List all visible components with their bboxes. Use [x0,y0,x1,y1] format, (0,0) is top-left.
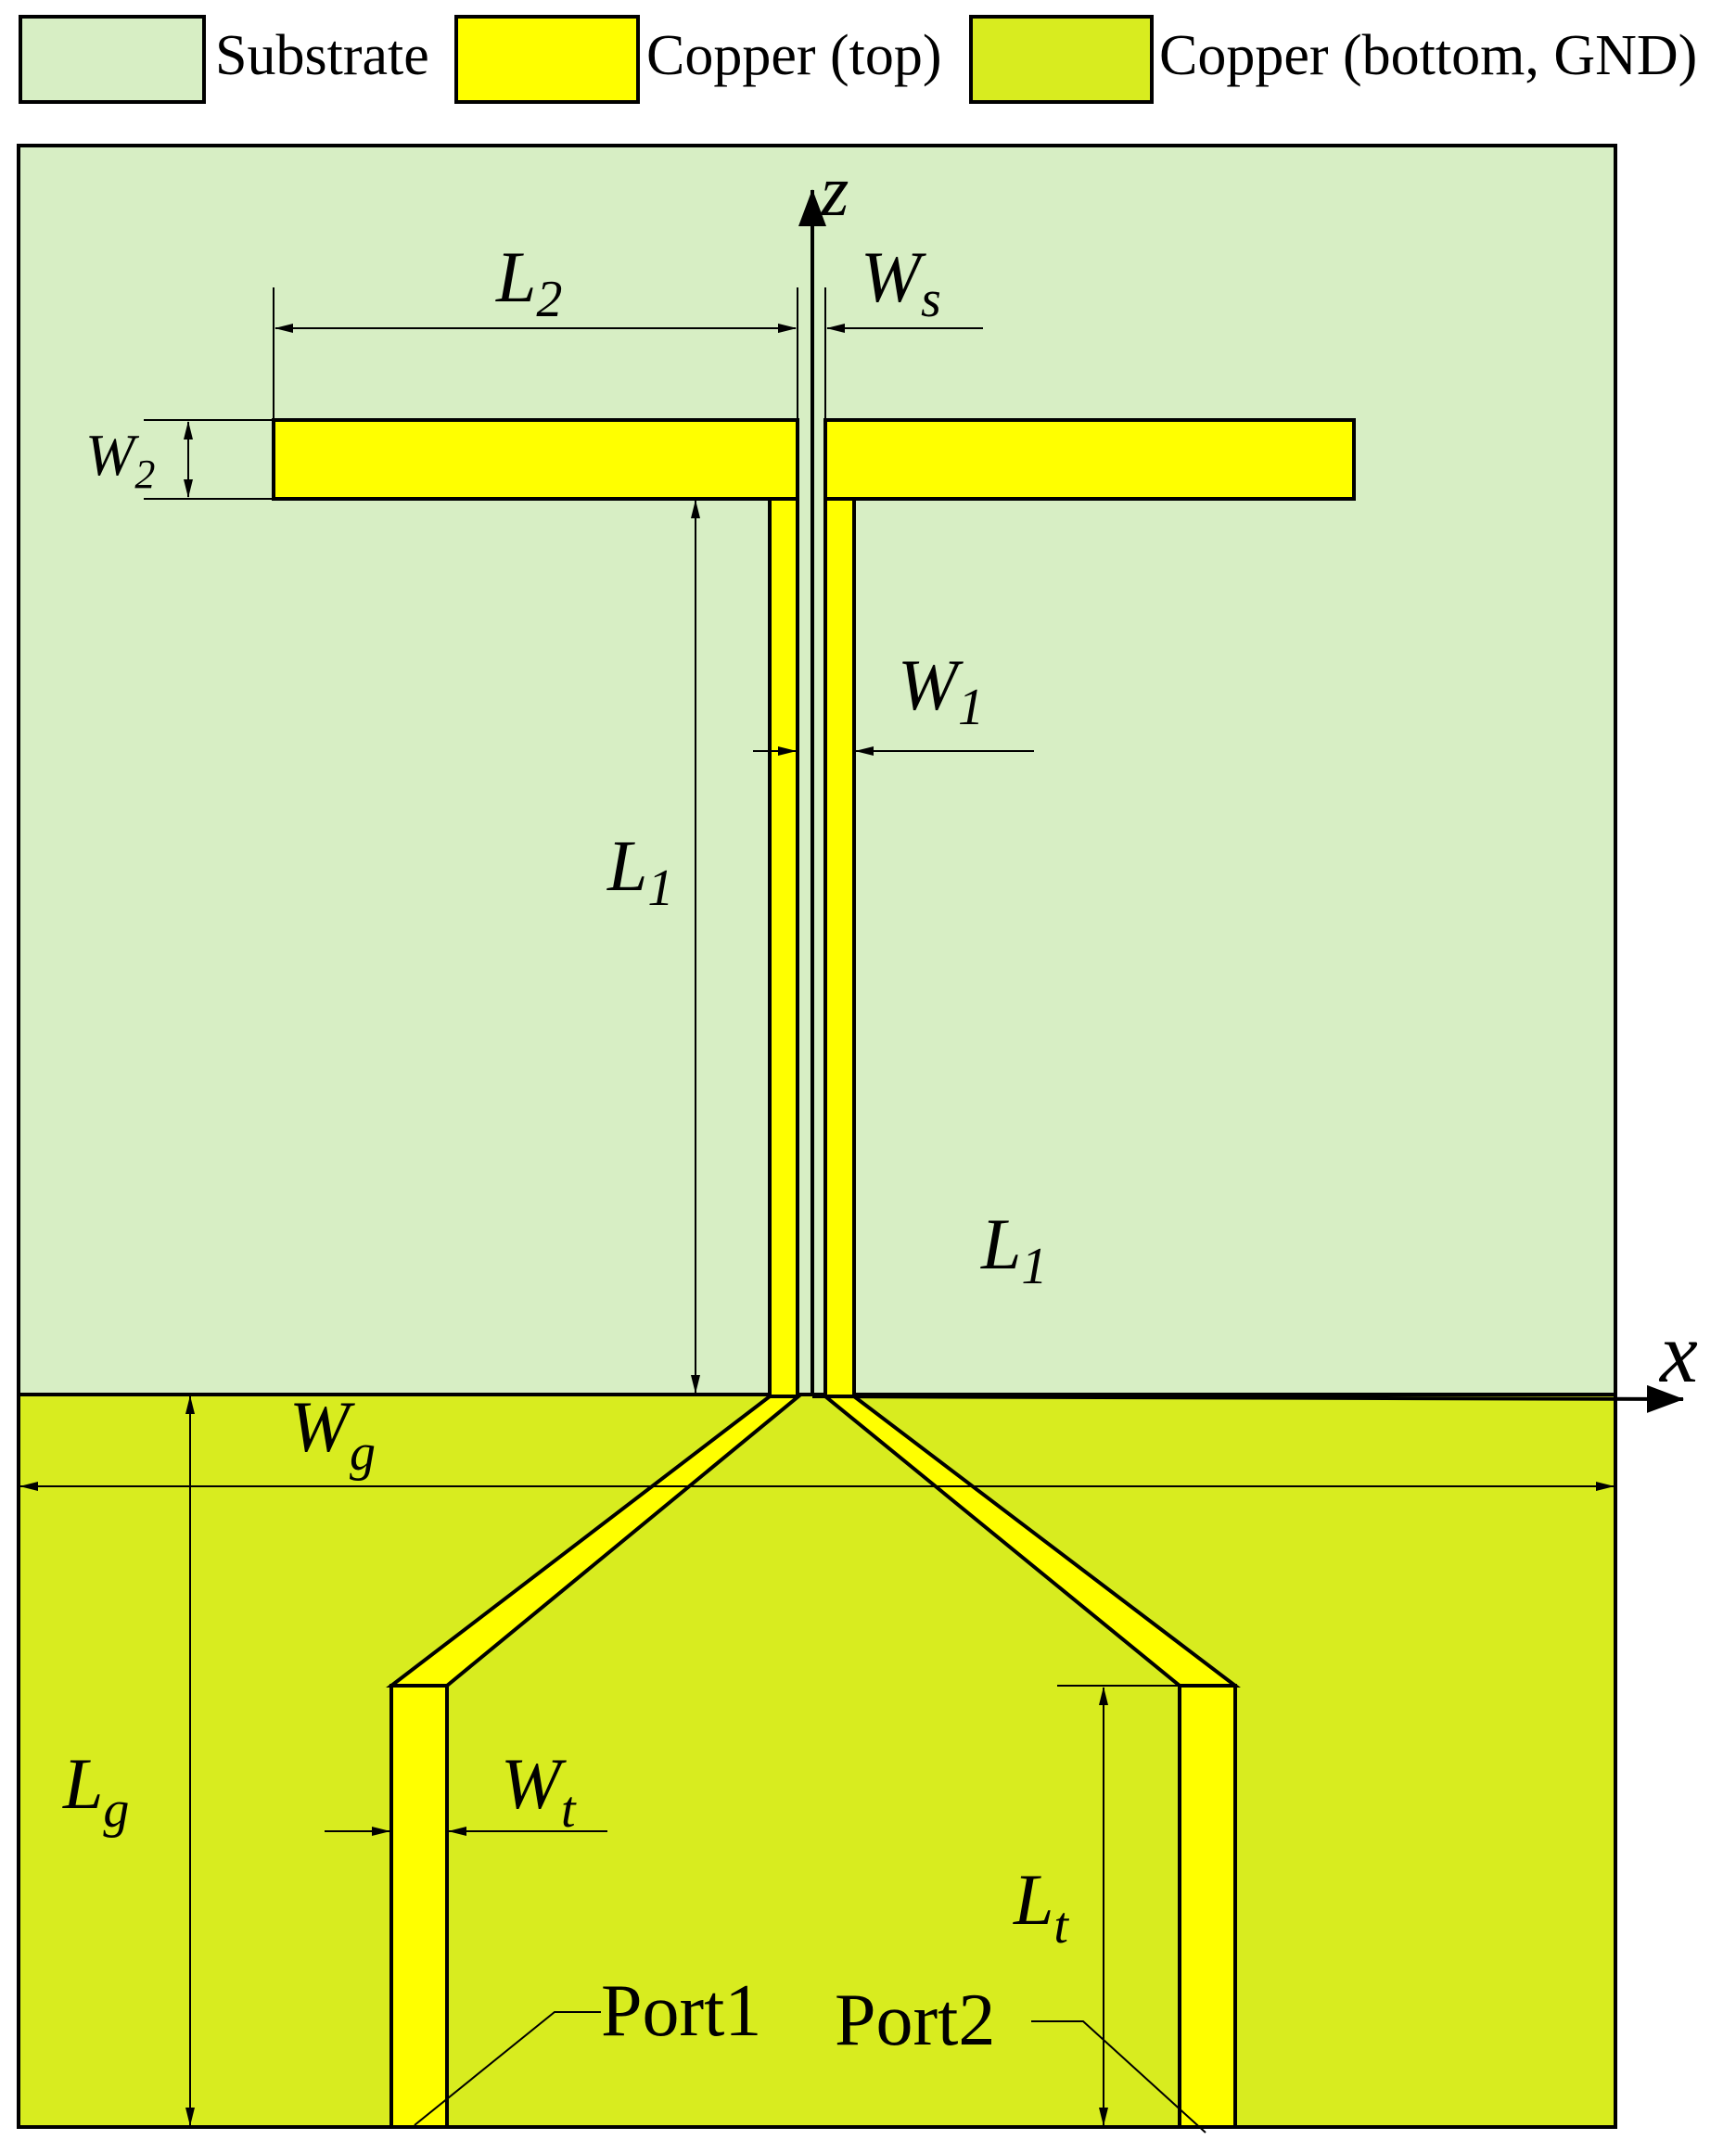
Lt-subscript: t [1053,1897,1069,1955]
port2-callout: Port2 [835,1980,1206,2134]
L1-right-label: L [980,1204,1021,1284]
svg-text:Lg: Lg [62,1743,129,1839]
W2-label: W [85,422,140,488]
port2-label: Port2 [835,1980,995,2061]
dimension-Wt: Wt [325,1743,607,1839]
L1-subscript: 1 [647,860,673,917]
feed-line-right [823,497,856,1398]
svg-text:Lt: Lt [1013,1859,1069,1955]
copper-top-traces [272,418,1356,2129]
port-line-left [389,1684,449,2129]
substrate-region [17,144,1617,1396]
dipole-arm-left [272,418,799,501]
L1-right-subscript: 1 [1021,1238,1047,1295]
svg-text:L1: L1 [606,825,673,917]
dimension-W1: W1 [753,644,1034,756]
z-axis-label: z [820,150,849,231]
svg-text:Wt: Wt [501,1743,577,1839]
legend-label-copper-bottom: Copper (bottom, GND) [1159,24,1697,87]
legend: Substrate Copper (top) Copper (bottom, G… [19,15,1697,104]
Wg-subscript: g [350,1424,376,1482]
svg-text:L2: L2 [495,236,562,328]
legend-swatch-copper-bottom [969,15,1154,104]
Ws-label: W [861,236,926,317]
dimension-Ws: Ws [777,236,983,420]
dimension-L1: L1 [606,500,700,1394]
svg-text:Wg: Wg [289,1386,376,1482]
port1-label: Port1 [601,1970,761,2052]
L1-label: L [606,825,647,906]
W1-subscript: 1 [958,679,984,736]
x-axis-label: x [1658,1306,1698,1400]
port1-callout: Port1 [414,1970,761,2126]
ground-plane [17,1393,1617,2129]
dimension-L2: L2 [273,236,798,420]
W2-subscript: 2 [134,452,155,497]
dimension-W2: W2 [85,419,274,500]
L2-label: L [495,236,536,317]
legend-label-substrate: Substrate [215,24,429,87]
svg-text:Ws: Ws [861,236,941,328]
Wt-subscript: t [561,1781,577,1839]
legend-swatch-substrate [19,15,206,104]
legend-swatch-copper-top [454,15,640,104]
feed-line-left [768,497,799,1398]
Wt-label: W [501,1743,567,1824]
Lg-subscript: g [103,1781,129,1839]
Lg-label: L [62,1743,103,1824]
dipole-arm-right [823,418,1356,501]
Lt-label: L [1013,1859,1053,1940]
dimension-Wg: Wg [19,1386,1615,1491]
L1-right-text: L1 [980,1204,1047,1295]
legend-label-copper-top: Copper (top) [646,24,942,87]
dimension-Lt: Lt [1013,1685,1180,2126]
svg-text:W1: W1 [898,644,984,736]
Ws-subscript: s [921,271,941,328]
x-axis [811,1384,1684,1413]
port-line-right [1178,1684,1237,2129]
dimension-Lg: Lg [62,1395,195,2126]
svg-text:W2: W2 [85,422,155,497]
W1-label: W [898,644,964,725]
L2-subscript: 2 [536,271,562,328]
Wg-label: W [289,1386,355,1467]
